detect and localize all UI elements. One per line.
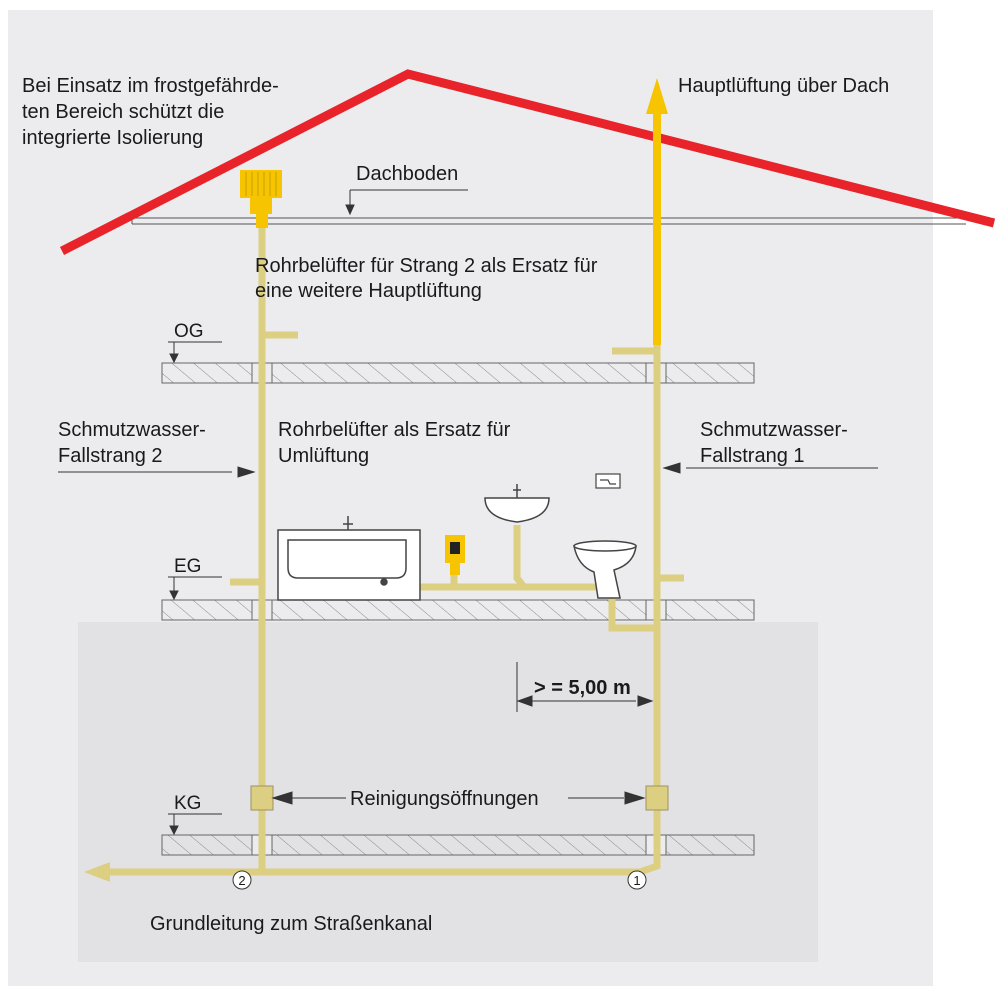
roof xyxy=(59,69,996,256)
frost-note-line-3: integrierte Isolierung xyxy=(22,127,203,149)
valve-2-label-line-1: Rohrbelüfter für Strang 2 als Ersatz für xyxy=(255,255,598,277)
attic-marker xyxy=(345,189,468,216)
cleanouts-label: Reinigungsöffnungen xyxy=(350,788,539,810)
floor-marker-og xyxy=(168,341,222,364)
marker-1: 1 xyxy=(627,870,647,890)
frost-note-line-2: ten Bereich schützt die xyxy=(22,101,224,123)
valve-label-line-2: Umlüftung xyxy=(278,445,369,467)
floor-marker-kg xyxy=(168,813,222,836)
washbasin-icon xyxy=(484,484,550,523)
floor-slab-eg xyxy=(161,599,755,621)
floor-slab-og xyxy=(161,362,755,384)
basement-area xyxy=(78,622,818,962)
cleanout-stack-2 xyxy=(250,785,274,811)
floor-label-eg: EG xyxy=(174,556,201,577)
marker-2-label: 2 xyxy=(238,873,245,888)
air-admittance-valve-icon xyxy=(240,170,282,228)
attic-label: Dachboden xyxy=(356,163,458,185)
ground-line-label: Grundleitung zum Straßenkanal xyxy=(150,913,432,935)
ground-line-arrow xyxy=(84,862,110,882)
main-vent-pipe xyxy=(646,78,668,345)
floor-slab-kg xyxy=(161,834,755,856)
marker-1-label: 1 xyxy=(633,873,640,888)
valve-2-label-line-2: eine weitere Hauptlüftung xyxy=(255,280,482,302)
stack-2-label-line-1: Schmutzwasser- xyxy=(58,419,206,441)
main-vent-label: Hauptlüftung über Dach xyxy=(678,75,889,97)
floor-label-og: OG xyxy=(174,321,204,342)
stack-2-leader xyxy=(58,466,256,478)
distance-dimension xyxy=(516,662,654,712)
marker-2: 2 xyxy=(232,870,252,890)
distance-label: > = 5,00 m xyxy=(534,677,631,699)
air-admittance-valve-icon xyxy=(445,535,465,575)
cleanouts-leader xyxy=(271,791,646,805)
floor-marker-eg xyxy=(168,576,222,601)
stack-1-label-line-1: Schmutzwasser- xyxy=(700,419,848,441)
cleanout-stack-1 xyxy=(645,785,669,811)
bathtub-icon xyxy=(277,516,421,601)
flush-plate-icon xyxy=(595,473,621,489)
floor-label-kg: KG xyxy=(174,793,201,814)
frost-note-line-1: Bei Einsatz im frostgefährde- xyxy=(22,75,279,97)
stack-1-label-line-2: Fallstrang 1 xyxy=(700,445,805,467)
stack-1-leader xyxy=(662,462,878,474)
toilet-icon xyxy=(573,540,637,599)
valve-label-line-1: Rohrbelüfter als Ersatz für xyxy=(278,419,511,441)
stack-2-label-line-2: Fallstrang 2 xyxy=(58,445,163,467)
